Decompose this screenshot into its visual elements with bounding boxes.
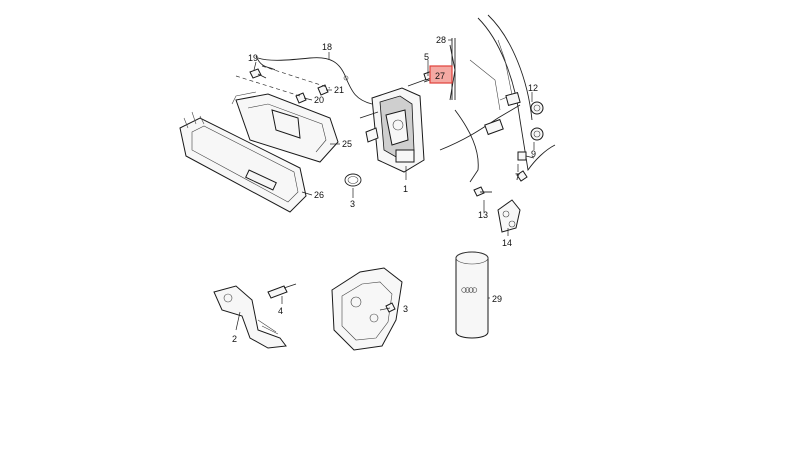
four-rings-logo	[461, 287, 478, 293]
callout-28: 28	[436, 35, 446, 45]
door-lock-assembly	[359, 87, 425, 173]
highlight-box-27	[429, 65, 453, 84]
callout-26: 26	[314, 190, 324, 200]
callout-3b: 3	[403, 304, 408, 314]
callout-19: 19	[248, 53, 258, 63]
mounting-bracket	[331, 267, 403, 351]
callout-25: 25	[342, 139, 352, 149]
callout-12: 12	[528, 83, 538, 93]
callout-3: 3	[350, 199, 355, 209]
callout-29: 29	[492, 294, 502, 304]
callout-2: 2	[232, 334, 237, 344]
bolt-parts	[516, 151, 535, 182]
bowden-cable	[255, 55, 373, 105]
callout-5: 5	[424, 52, 429, 62]
callout-7: 7	[515, 172, 520, 182]
callout-9: 9	[531, 149, 536, 159]
grommet-part	[530, 101, 544, 141]
callout-21: 21	[334, 85, 344, 95]
inner-handle-housing	[231, 91, 339, 163]
striker-plate	[473, 186, 521, 233]
assembly-lines	[235, 65, 331, 97]
callout-13: 13	[478, 210, 488, 220]
callout-18: 18	[322, 42, 332, 52]
bracket-part	[213, 283, 297, 349]
callout-27: 27	[435, 71, 445, 81]
handle-trim-bezel	[179, 111, 307, 213]
aerosol-can	[455, 251, 489, 339]
callout-14: 14	[502, 238, 512, 248]
o-ring	[344, 173, 362, 187]
callout-20: 20	[314, 95, 324, 105]
door-frame-panel	[439, 14, 556, 183]
callout-1: 1	[403, 184, 408, 194]
callout-4: 4	[278, 306, 283, 316]
